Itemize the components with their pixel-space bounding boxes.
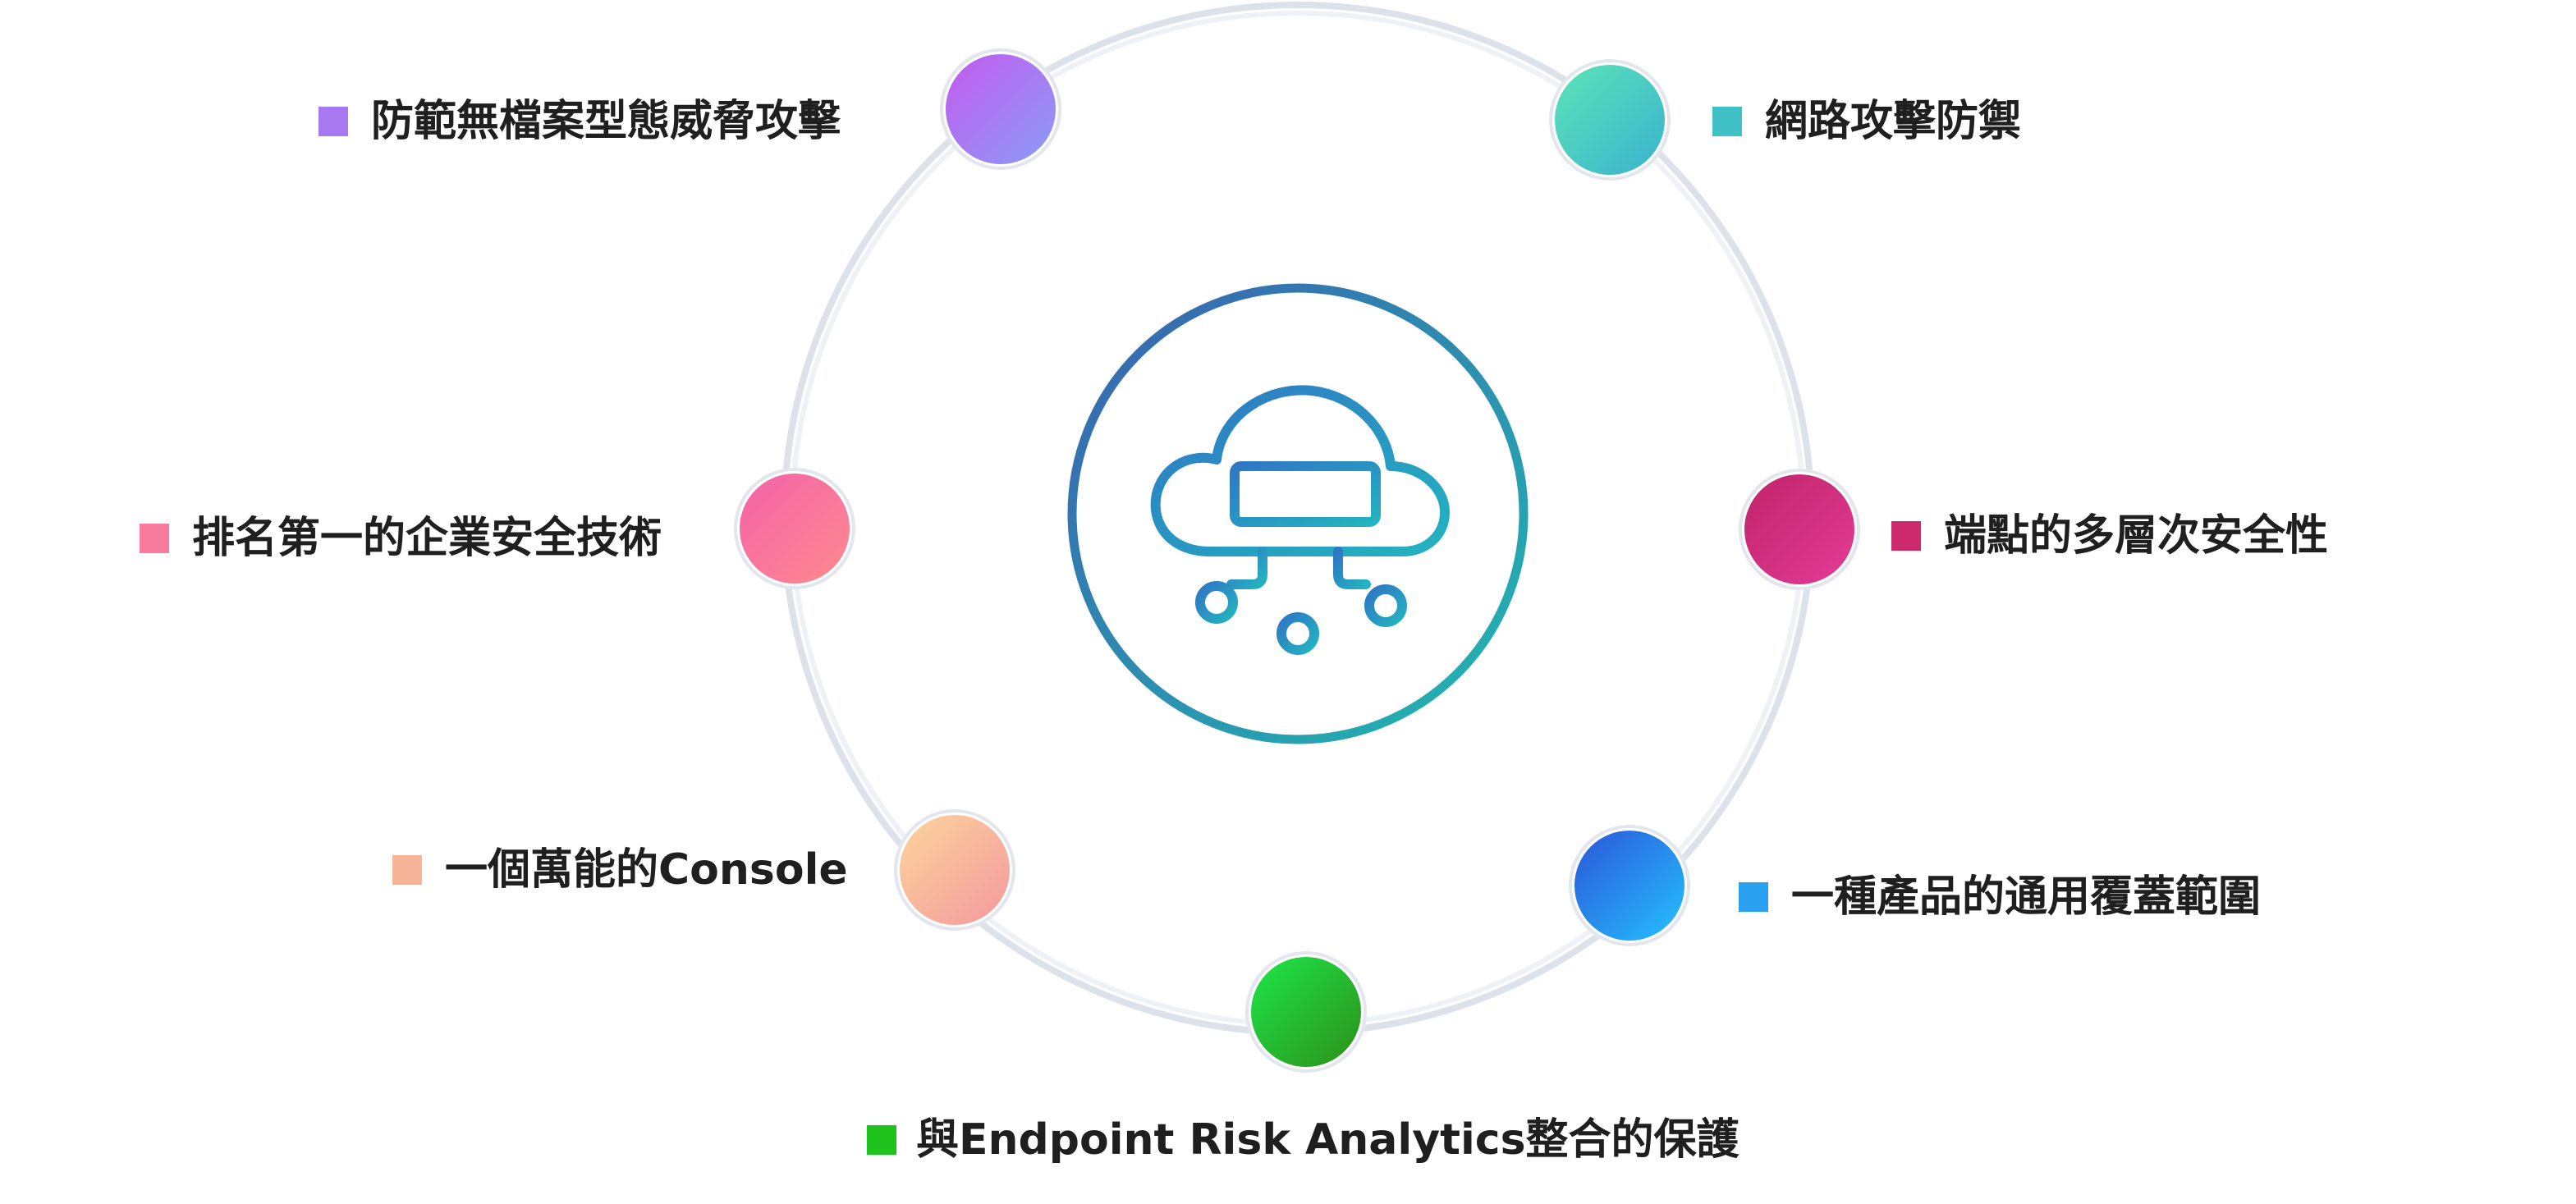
label-fileless: 防範無檔案型態威脅攻擊 [319, 100, 841, 143]
label-network-text: 網路攻擊防禦 [1765, 97, 2022, 146]
label-era-text: 與Endpoint Risk Analytics整合的保護 [916, 1115, 1739, 1165]
label-console-text: 一個萬能的Console [445, 845, 848, 895]
bullet-console [392, 855, 422, 885]
bullet-layered [1891, 521, 1921, 551]
node-circle-fileless [946, 54, 1056, 164]
label-layered-text: 端點的多層次安全性 [1944, 511, 2329, 561]
node-circle-ranked [740, 474, 850, 584]
cloud-server-network-icon [1150, 385, 1450, 655]
label-layered: 端點的多層次安全性 [1891, 515, 2328, 557]
label-console: 一個萬能的Console [392, 849, 848, 891]
center-disk [1067, 283, 1529, 744]
bullet-coverage [1739, 882, 1768, 912]
node-circle-era [1251, 957, 1361, 1067]
label-era: 與Endpoint Risk Analytics整合的保護 [867, 1119, 1739, 1161]
label-ranked: 排名第一的企業安全技術 [140, 517, 662, 560]
bullet-fileless [319, 107, 348, 136]
label-fileless-text: 防範無檔案型態威脅攻擊 [371, 97, 841, 146]
label-coverage: 一種產品的通用覆蓋範圍 [1739, 876, 2261, 918]
label-coverage-text: 一種產品的通用覆蓋範圍 [1791, 872, 2262, 922]
label-ranked-text: 排名第一的企業安全技術 [192, 514, 662, 563]
node-circle-console [900, 815, 1010, 925]
node-circle-network [1555, 65, 1665, 175]
node-circle-layered [1744, 474, 1854, 584]
node-circle-coverage [1574, 831, 1684, 941]
bullet-network [1712, 107, 1742, 136]
bullet-era [867, 1125, 896, 1155]
bullet-ranked [140, 524, 169, 553]
label-network: 網路攻擊防禦 [1712, 100, 2021, 143]
